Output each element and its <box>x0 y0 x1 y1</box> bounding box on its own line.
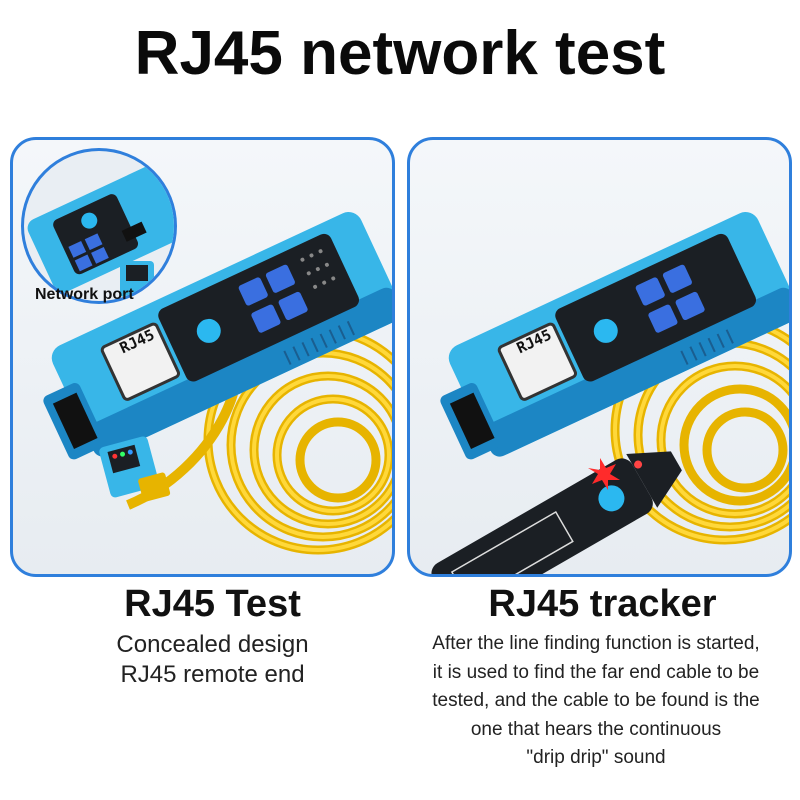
rj45-test-panel: RJ45 Network port <box>10 137 395 577</box>
desc-line: RJ45 remote end <box>120 661 305 688</box>
rj45-tracker-description: After the line finding function is start… <box>396 630 796 773</box>
network-port-label: Network port <box>35 286 134 303</box>
page-title: RJ45 network test <box>134 19 666 88</box>
desc-line: "drip drip" sound <box>526 747 666 768</box>
desc-line: it is used to find the far end cable to … <box>432 661 760 683</box>
spark-icon <box>588 458 620 490</box>
tracker-illustration: RJ45 <box>431 212 789 574</box>
rj45-tracker-title: RJ45 tracker <box>488 583 717 625</box>
desc-line: Concealed design <box>116 631 309 658</box>
network-port-inset <box>21 148 177 304</box>
rj45-test-description: Concealed design RJ45 remote end <box>20 630 405 690</box>
desc-line: one that hears the continuous <box>470 718 722 740</box>
desc-line: After the line finding function is start… <box>432 633 760 654</box>
tester-illustration: RJ45 <box>43 212 392 555</box>
desc-line: tested, and the cable to be found is the <box>432 690 760 711</box>
rj45-test-title: RJ45 Test <box>124 583 301 625</box>
rj45-tracker-panel: RJ45 <box>407 137 792 577</box>
